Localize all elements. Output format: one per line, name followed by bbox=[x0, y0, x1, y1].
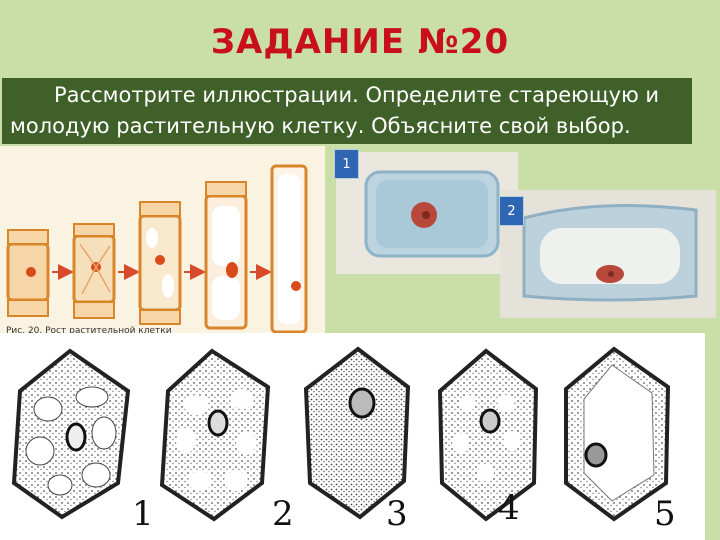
slide-title: ЗАДАНИЕ №20 bbox=[210, 22, 510, 62]
task-text-box: Рассмотрите иллюстрации. Определите стар… bbox=[2, 78, 692, 144]
hex-label-4: 4 bbox=[498, 488, 520, 528]
hex-cell-1 bbox=[11, 348, 131, 520]
cell-photo-2-drawing bbox=[500, 190, 716, 318]
hex-cell-3 bbox=[303, 346, 411, 520]
growth-figure-caption: Рис. 20. Рост растительной клетки bbox=[6, 326, 172, 336]
hex-label-1: 1 bbox=[132, 494, 154, 534]
cell-growth-figure: Рис. 20. Рост растительной клетки bbox=[0, 146, 325, 342]
task-line-1: Рассмотрите иллюстрации. Определите стар… bbox=[54, 83, 660, 107]
hex-cell-4 bbox=[437, 348, 539, 522]
cell-photo-1 bbox=[336, 152, 518, 274]
hex-cell-2 bbox=[159, 348, 271, 522]
hexagon-cells-figure: 1 2 3 4 5 bbox=[0, 333, 705, 540]
cell-photo-2 bbox=[500, 190, 716, 318]
growth-cell-1 bbox=[6, 229, 50, 317]
cell-growth-drawing bbox=[6, 164, 308, 334]
growth-cell-5 bbox=[270, 164, 308, 334]
hexagon-cells-drawing: 1 2 3 4 5 bbox=[11, 346, 676, 534]
hex-cell-5 bbox=[564, 346, 671, 522]
growth-cell-4 bbox=[204, 181, 248, 330]
hex-label-3: 3 bbox=[386, 494, 408, 534]
task-line-2: молодую растительную клетку. Объясните с… bbox=[10, 114, 631, 138]
hex-label-5: 5 bbox=[654, 494, 676, 534]
growth-cell-2 bbox=[72, 223, 116, 319]
hex-label-2: 2 bbox=[272, 494, 294, 534]
photo-1-badge: 1 bbox=[334, 149, 359, 179]
cell-photo-1-drawing bbox=[336, 152, 518, 274]
growth-cell-3 bbox=[138, 201, 182, 325]
photo-2-badge: 2 bbox=[499, 196, 524, 226]
